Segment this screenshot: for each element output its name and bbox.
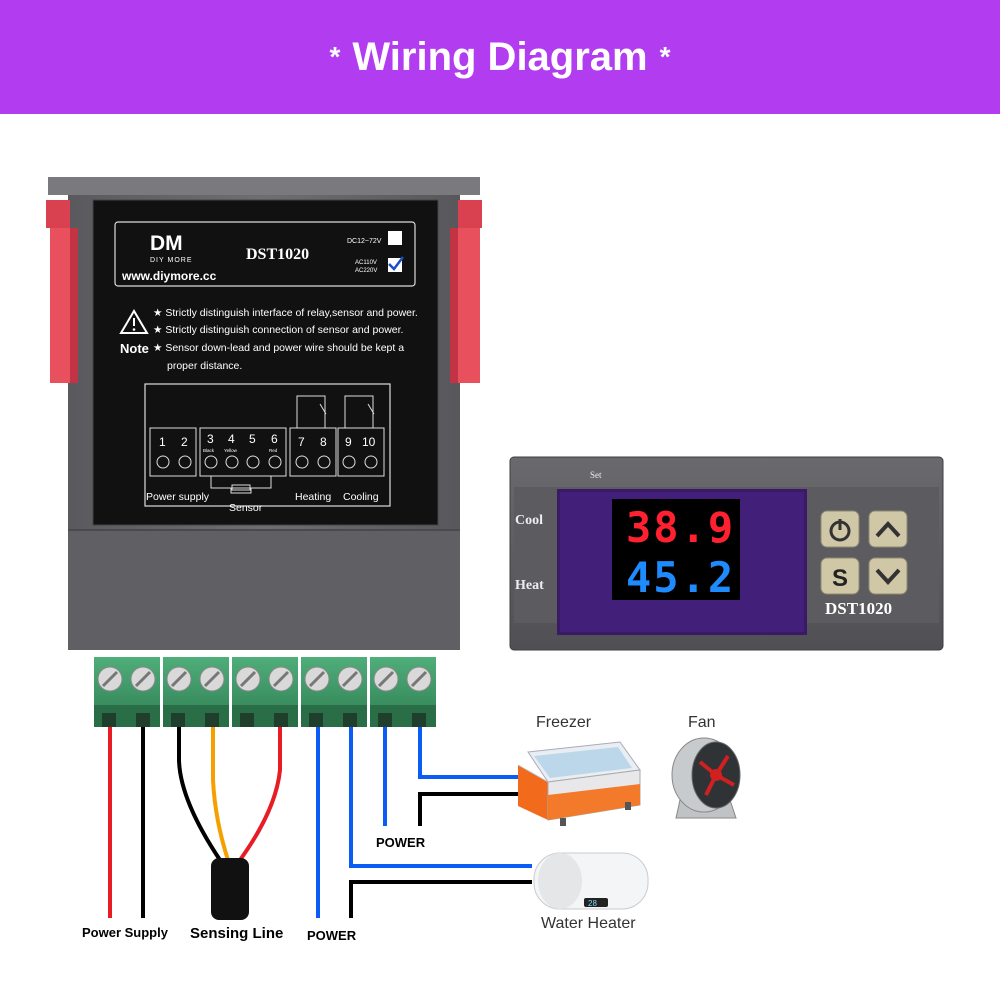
terminal-blocks [94,657,436,727]
terminal-number: 3 [207,432,214,446]
up-button[interactable] [868,510,908,548]
wire-black-freezer [418,792,518,826]
label-terminal-screws [156,455,378,469]
water-heater-illustration: 28 [533,852,649,910]
set-button-label: S [832,565,848,592]
sensor-cable [211,858,249,920]
terminal-number: 7 [298,435,305,449]
group-label-power: Power supply [146,491,210,503]
set-label: Set [590,470,602,480]
fan-label: Fan [688,714,716,731]
group-label-sensor: Sensor [229,502,263,514]
controller-front-panel: Set Cool Heat DST1020 38.9 45.2 S [509,456,944,651]
wire-red-sensor [238,727,282,862]
warning-icon [119,309,149,334]
display-top-value: 38.9 [626,503,735,552]
note-line: ★ Sensor down-lead and power wire should… [153,342,404,354]
controller-rear-view: DM DIY MORE DST1020 www.diymore.cc DC12~… [46,177,482,650]
freezer-label: Freezer [536,714,592,731]
terminal-number: 5 [249,432,256,446]
banner-star-left: * [329,41,341,72]
cool-label: Cool [515,513,543,528]
led-display [612,499,740,600]
note-line: proper distance. [167,360,242,372]
wire-black-sensor [177,727,222,862]
fan-illustration [671,737,741,819]
wire-blue-freezer [418,727,518,779]
voltage-ac220: AC220V [355,268,377,274]
wire-blue-heater [349,727,532,868]
label-terminal-grid [149,395,385,494]
terminal-number: 9 [345,435,352,449]
terminal-number: 6 [271,432,278,446]
wires [108,727,532,920]
power-supply-label: Power Supply [82,925,168,940]
terminal-color: Red [269,448,278,453]
power-button[interactable] [820,510,860,548]
wire-black-heater [349,880,532,918]
terminal-number: 4 [228,432,235,446]
terminal-block [163,657,229,727]
freezer-illustration [517,741,641,826]
brand-sub: DIY MORE [150,257,193,264]
brand-logo: DM [150,232,183,255]
website: www.diymore.cc [121,269,217,283]
down-button[interactable] [868,557,908,595]
mounting-clip-left [46,200,78,383]
banner-star-right: * [659,41,671,72]
terminal-color: Yellow [224,448,238,453]
terminal-number: 1 [159,435,166,449]
terminal-number: 10 [362,435,376,449]
group-label-heating: Heating [295,491,331,503]
heat-label: Heat [515,578,544,593]
terminal-number: 2 [181,435,188,449]
terminal-block [232,657,298,727]
power-label-freezer: POWER [376,835,426,850]
front-model: DST1020 [825,599,892,618]
terminal-number: 8 [320,435,327,449]
rear-model: DST1020 [246,246,309,263]
title-banner: * Wiring Diagram * [0,0,1000,114]
sensing-line-label: Sensing Line [190,925,284,942]
group-label-cooling: Cooling [343,491,379,503]
terminal-block [301,657,367,727]
terminal-block [370,657,436,727]
note-line: ★ Strictly distinguish interface of rela… [153,307,418,319]
wire-yellow-sensor [211,727,230,861]
water-heater-label: Water Heater [541,915,636,932]
check-icon [388,256,404,271]
set-button[interactable] [820,557,860,595]
mounting-clip-right [450,200,482,383]
terminal-block [94,657,160,727]
note-line: ★ Strictly distinguish connection of sen… [153,324,403,336]
page-title: Wiring Diagram [352,34,648,79]
note-title: Note [120,341,149,356]
power-label-heater: POWER [307,928,357,943]
heater-display: 28 [588,899,597,908]
terminal-color: Black [203,448,215,453]
voltage-ac110: AC110V [355,260,377,266]
voltage-dc: DC12~72V [347,238,382,245]
dc-checkbox [388,231,402,245]
display-bottom-value: 45.2 [626,553,735,602]
